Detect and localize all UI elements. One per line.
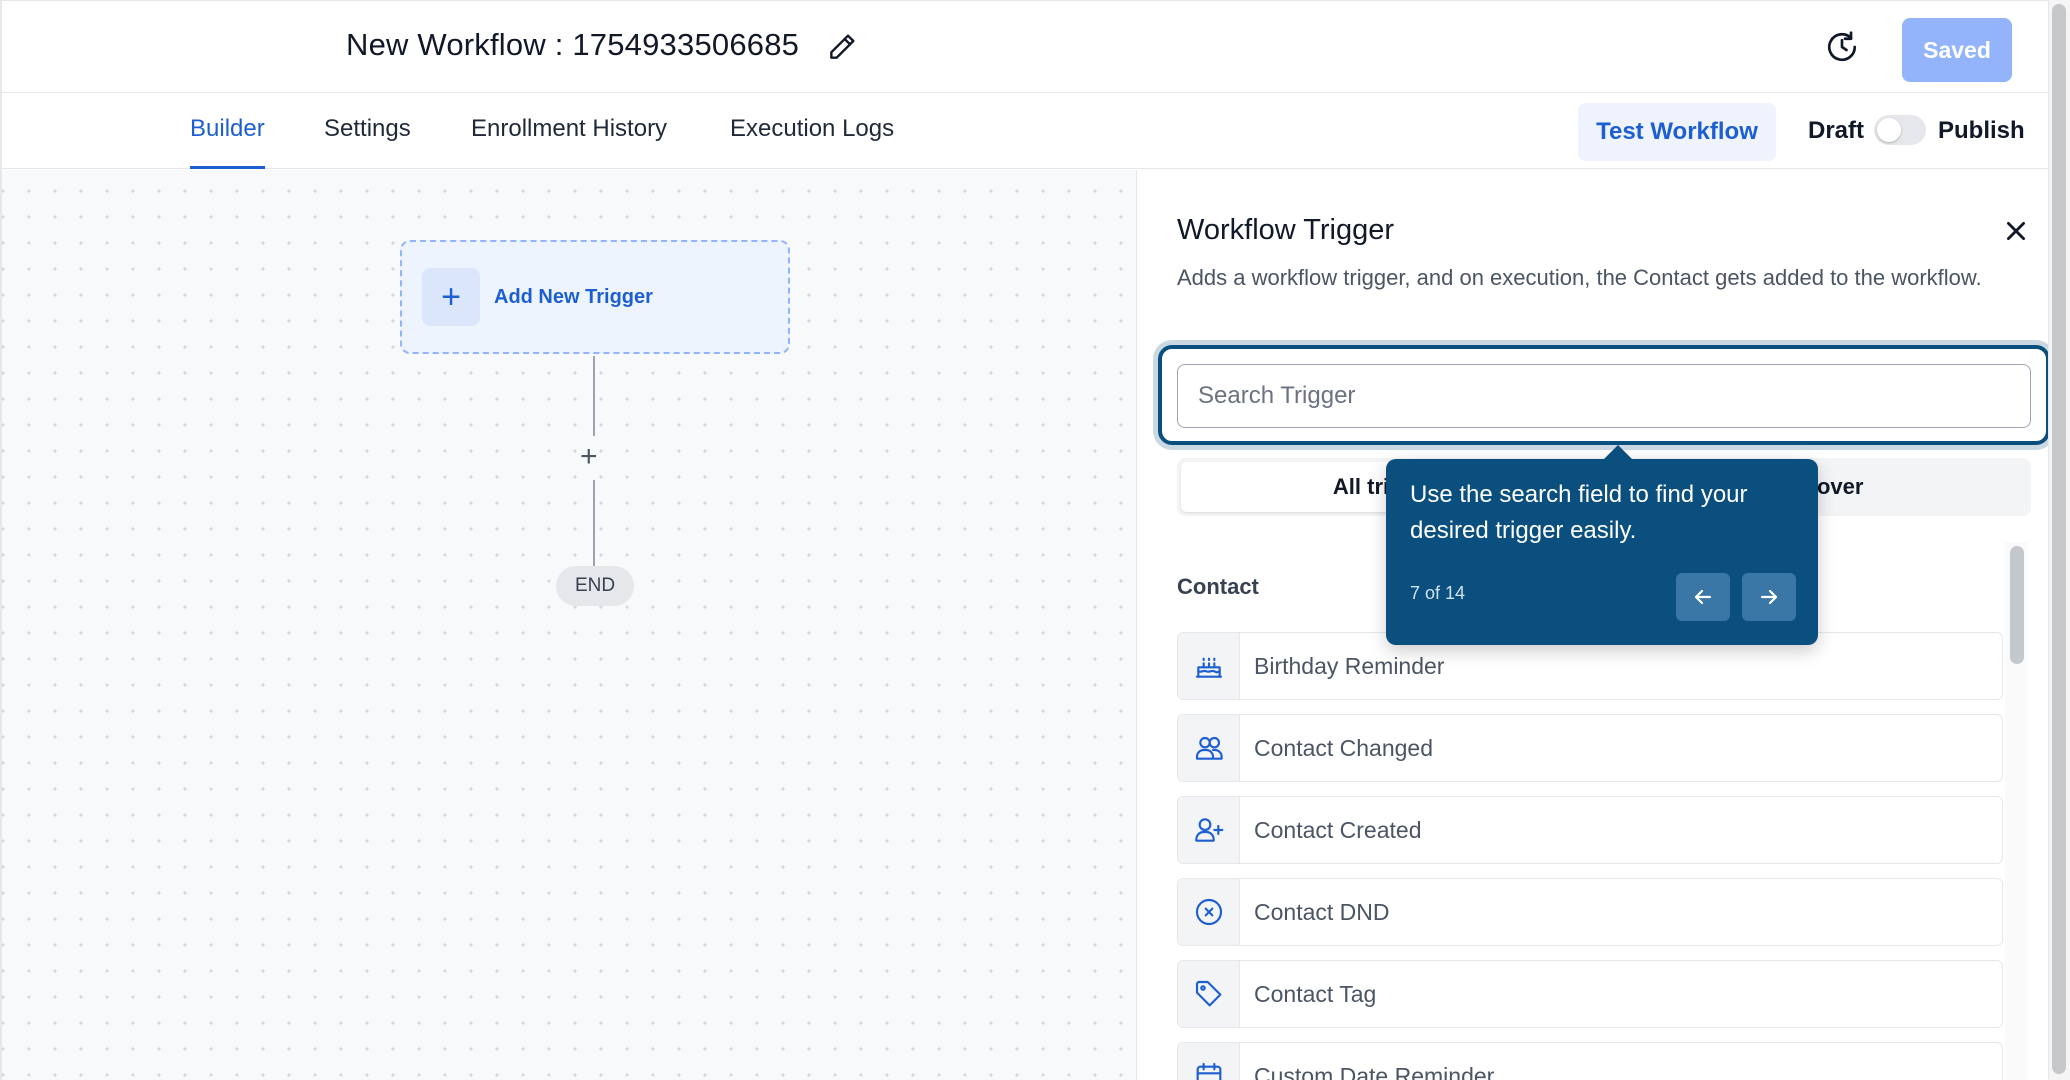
plus-icon: +: [422, 268, 480, 326]
cake-icon: [1178, 633, 1240, 699]
trigger-label: Birthday Reminder: [1254, 653, 1445, 679]
version-history-icon[interactable]: [1824, 29, 1860, 65]
toggle-knob: [1877, 118, 1901, 142]
draft-label: Draft: [1808, 117, 1865, 144]
connector-line: [593, 480, 595, 568]
user-plus-icon: [1178, 797, 1240, 863]
arrow-right-icon: [1760, 589, 1778, 605]
trigger-custom-date-reminder[interactable]: Custom Date Reminder: [1177, 1042, 2003, 1080]
tour-prev-button[interactable]: [1676, 573, 1730, 621]
trigger-list-scrollbar[interactable]: [2005, 542, 2027, 1080]
close-icon[interactable]: [2003, 218, 2029, 244]
tab-bar: Builder Settings Enrollment History Exec…: [2, 93, 2048, 169]
arrow-left-icon: [1694, 589, 1712, 605]
workflow-canvas[interactable]: + Add New Trigger + END: [2, 170, 1136, 1080]
publish-label: Publish: [1938, 117, 2025, 144]
tab-enrollment-history[interactable]: Enrollment History: [471, 115, 668, 142]
header: New Workflow : 1754933506685 Saved: [2, 1, 2048, 93]
panel-description: Adds a workflow trigger, and on executio…: [1177, 265, 1982, 290]
trigger-label: Custom Date Reminder: [1254, 1063, 1495, 1080]
trigger-label: Contact DND: [1254, 899, 1390, 925]
section-contact: Contact: [1177, 574, 1259, 599]
calendar-icon: [1178, 1043, 1240, 1080]
trigger-contact-tag[interactable]: Contact Tag: [1177, 960, 2003, 1028]
tab-execution-logs[interactable]: Execution Logs: [730, 115, 895, 142]
add-step-button[interactable]: +: [580, 440, 598, 473]
trigger-contact-created[interactable]: Contact Created: [1177, 796, 2003, 864]
end-node: END: [556, 566, 634, 606]
tab-builder[interactable]: Builder: [190, 115, 265, 169]
trigger-label: Contact Created: [1254, 817, 1422, 843]
trigger-list-scrollbar-thumb[interactable]: [2010, 546, 2024, 664]
tour-next-button[interactable]: [1742, 573, 1796, 621]
panel-title: Workflow Trigger: [1177, 214, 1395, 246]
add-new-trigger-node[interactable]: + Add New Trigger: [400, 240, 790, 354]
users-icon: [1178, 715, 1240, 781]
tour-tooltip: Use the search field to find your desire…: [1386, 445, 1818, 645]
trigger-contact-dnd[interactable]: Contact DND: [1177, 878, 2003, 946]
tab-settings[interactable]: Settings: [324, 115, 411, 142]
workflow-title: New Workflow : 1754933506685: [346, 27, 800, 62]
saved-button[interactable]: Saved: [1902, 18, 2012, 82]
pencil-icon[interactable]: [826, 31, 858, 63]
page-scrollbar-thumb[interactable]: [2052, 4, 2066, 1074]
tag-icon: [1178, 961, 1240, 1027]
tooltip-step-counter: 7 of 14: [1410, 583, 1466, 603]
x-circle-icon: [1178, 879, 1240, 945]
trigger-contact-changed[interactable]: Contact Changed: [1177, 714, 2003, 782]
test-workflow-button[interactable]: Test Workflow: [1578, 103, 1776, 161]
search-trigger-input[interactable]: [1177, 364, 2031, 428]
add-new-trigger-label: Add New Trigger: [494, 286, 653, 308]
tour-highlight: [1158, 345, 2048, 445]
connector-line: [593, 356, 595, 436]
publish-toggle[interactable]: [1874, 115, 1926, 145]
tooltip-text: Use the search field to find your desire…: [1410, 481, 1748, 544]
trigger-label: Contact Changed: [1254, 735, 1434, 761]
trigger-label: Contact Tag: [1254, 981, 1377, 1007]
